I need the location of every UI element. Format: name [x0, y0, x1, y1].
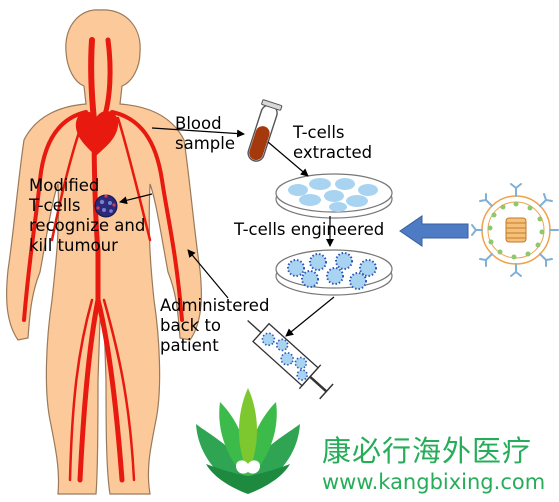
label-t-cells-engineered: T-cells engineered — [234, 220, 385, 239]
tumour-icon — [94, 194, 118, 218]
syringe-icon — [247, 320, 334, 400]
heart-icon — [75, 111, 119, 156]
label-t-cells-extracted-line2: extracted — [293, 143, 373, 162]
label-modified-t-cells: Modified T-cells recognize and kill tumo… — [29, 176, 145, 256]
blood-test-tube-icon — [247, 99, 283, 162]
label-modified-line4: kill tumour — [29, 236, 118, 255]
label-administered-line1: Administered — [160, 296, 270, 315]
arrow-to-syringe — [285, 296, 335, 337]
label-blood-sample-line1: Blood — [175, 114, 222, 133]
label-administered: Administered back to patient — [160, 296, 269, 356]
petri-dish-extracted — [275, 173, 393, 219]
label-modified-line3: recognize and — [29, 216, 146, 235]
label-blood-sample: Blood sample — [175, 114, 235, 154]
kangbixing-lotus-logo — [196, 388, 300, 494]
flow-arrows — [119, 127, 335, 337]
petri-dish-engineered — [275, 249, 393, 296]
watermark-chinese-name: 康必行海外医疗 — [322, 434, 533, 468]
watermark-url: www.kangbixing.com — [322, 470, 546, 494]
label-administered-line3: patient — [160, 336, 219, 355]
arrow-to-body — [187, 249, 229, 299]
label-modified-line1: Modified — [29, 176, 100, 195]
arrow-to-sample — [151, 127, 245, 138]
label-modified-line2: T-cells — [29, 196, 81, 215]
virus-vector-icon — [471, 183, 559, 277]
label-administered-line2: back to — [160, 316, 222, 335]
label-blood-sample-line2: sample — [175, 134, 235, 153]
label-t-cells-extracted-line1: T-cells — [293, 123, 345, 142]
label-t-cells-extracted: T-cells extracted — [293, 123, 372, 163]
arrow-to-tumour — [119, 193, 153, 205]
arrow-to-extracted — [267, 141, 309, 177]
engineering-arrow — [399, 215, 469, 247]
